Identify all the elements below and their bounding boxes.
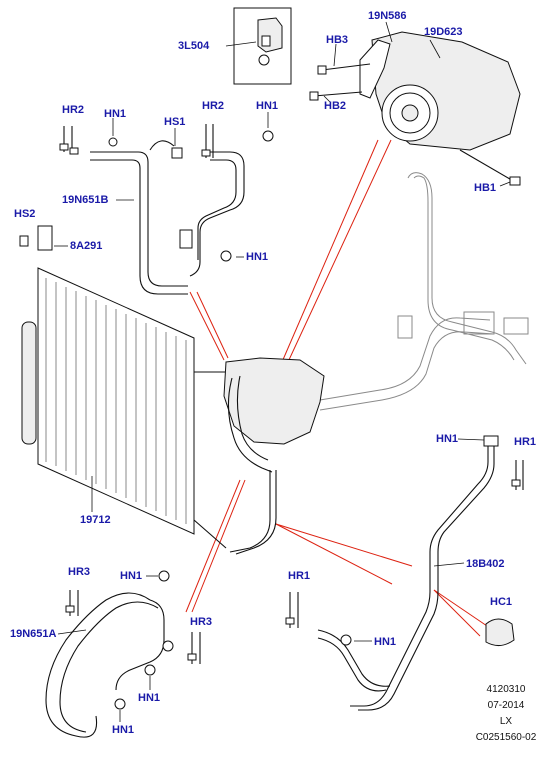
callout-hr2-left: HR2	[62, 104, 85, 116]
callout-hb1: HB1	[474, 182, 497, 194]
callout-hn1-upper-right: HN1	[256, 100, 279, 112]
hose-19n651b	[90, 140, 245, 295]
callout-hr3-right: HR3	[190, 616, 213, 628]
callout-hn1-upper-left: HN1	[104, 108, 127, 120]
hose-bottom-center	[285, 592, 391, 692]
footer-region: LX	[499, 716, 513, 727]
callout-hn1-mid: HN1	[246, 251, 269, 263]
red-leader-lines	[185, 139, 491, 637]
callout-hs2: HS2	[14, 208, 36, 220]
callout-hr2-right: HR2	[202, 100, 225, 112]
compressor-19d623	[309, 21, 521, 187]
callout-hc1: HC1	[490, 596, 513, 608]
central-manifold	[223, 357, 325, 555]
callout-hr1-right: HR1	[514, 436, 537, 448]
callout-19n651b: 19N651B	[62, 194, 109, 206]
condenser-19712	[21, 267, 227, 549]
callout-hn1-right: HN1	[436, 433, 459, 445]
valve-3l504	[225, 7, 292, 85]
callout-hr1-bottom: HR1	[288, 570, 311, 582]
callout-hs1: HS1	[164, 116, 186, 128]
callout-3l504: 3L504	[178, 40, 210, 52]
callout-hn1-lowest: HN1	[112, 724, 135, 736]
hose-19n651a	[45, 570, 201, 738]
callout-hn1-lower-left: HN1	[120, 570, 143, 582]
callout-19n651a: 19N651A	[10, 628, 57, 640]
callout-8a291: 8A291	[70, 240, 103, 252]
background-piping	[319, 172, 529, 411]
pipe-18b402	[350, 435, 524, 711]
callout-19712: 19712	[80, 514, 111, 526]
footer-code: 4120310	[486, 684, 526, 695]
callout-hn1-lower-mid: HN1	[138, 692, 161, 704]
footer-drawing-number: C0251560-02	[475, 732, 537, 743]
callout-19d623: 19D623	[424, 26, 463, 38]
callout-hb2: HB2	[324, 100, 347, 112]
callout-18b402: 18B402	[466, 558, 505, 570]
callout-hr3-left: HR3	[68, 566, 91, 578]
fastener-details-upper	[19, 112, 274, 251]
callout-hn1-bottom-center: HN1	[374, 636, 397, 648]
footer-date: 07-2014	[487, 700, 525, 711]
callout-19n586: 19N586	[368, 10, 407, 22]
callout-hb3: HB3	[326, 34, 349, 46]
